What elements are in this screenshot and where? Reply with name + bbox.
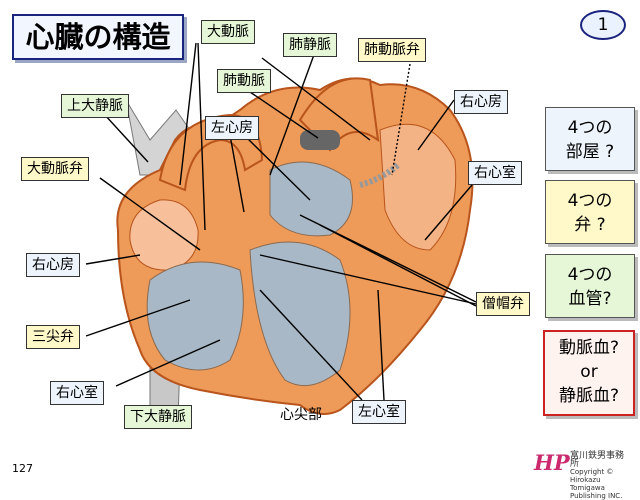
label-apex: 心尖部 <box>280 407 322 423</box>
question-line: 4つの <box>567 265 613 285</box>
logo-text: 富川鉄男事務所 Copyright © Hirokazu Tomigawa Pu… <box>570 452 630 500</box>
logo-mark: HP <box>534 450 570 475</box>
right-atrium-chamber <box>129 199 199 271</box>
label-right-atrium-top: 右心房 <box>454 90 508 114</box>
page-title: 心臓の構造 <box>12 14 184 60</box>
question-line: 4つの <box>567 191 613 211</box>
label-pulmonary-artery: 肺動脈 <box>217 69 271 93</box>
question-line: 動脈血? <box>558 338 620 358</box>
question-four-chambers: 4つの 部屋 ? <box>545 107 635 171</box>
label-aortic-valve: 大動脈弁 <box>21 157 89 181</box>
question-line: 弁 ? <box>574 215 606 235</box>
label-left-atrium: 左心房 <box>205 116 259 140</box>
publisher-logo: HP 富川鉄男事務所 Copyright © Hirokazu Tomigawa… <box>534 450 630 500</box>
slide-number: 127 <box>12 462 33 475</box>
pulmonary-valve-ring <box>359 162 400 188</box>
label-aorta: 大動脈 <box>201 20 255 44</box>
heart-diagram <box>85 42 477 421</box>
logo-copyright: Copyright © Hirokazu Tomigawa Publishing… <box>570 468 623 500</box>
label-right-ventricle-right: 右心室 <box>468 161 522 185</box>
question-line: 血管? <box>568 289 612 309</box>
label-pulmonary-vein: 肺静脈 <box>283 33 337 57</box>
question-line: 静脈血? <box>558 386 620 406</box>
question-four-vessels: 4つの 血管? <box>545 254 635 318</box>
page-number-badge: 1 <box>580 10 626 40</box>
label-right-ventricle-left: 右心室 <box>50 381 104 405</box>
logo-name: 富川鉄男事務所 <box>570 451 625 469</box>
label-mitral-valve: 僧帽弁 <box>476 292 530 316</box>
label-pulmonary-valve: 肺動脈弁 <box>358 38 426 62</box>
label-left-ventricle: 左心室 <box>352 400 406 424</box>
question-line: 4つの <box>567 118 613 138</box>
label-right-atrium-left: 右心房 <box>26 253 80 277</box>
left-ventricle-chamber <box>249 241 351 387</box>
right-ventricle-chamber <box>146 261 244 371</box>
question-line: or <box>580 362 598 382</box>
label-superior-vena-cava: 上大静脈 <box>61 94 129 118</box>
question-line: 部屋 ? <box>565 142 615 162</box>
label-inferior-vena-cava: 下大静脈 <box>124 405 192 429</box>
leader-lines <box>85 42 477 401</box>
label-tricuspid-valve: 三尖弁 <box>26 325 80 349</box>
pulmonary-vein-stub <box>300 130 340 150</box>
question-blood-type: 動脈血? or 静脈血? <box>543 330 635 416</box>
question-four-valves: 4つの 弁 ? <box>545 180 635 244</box>
